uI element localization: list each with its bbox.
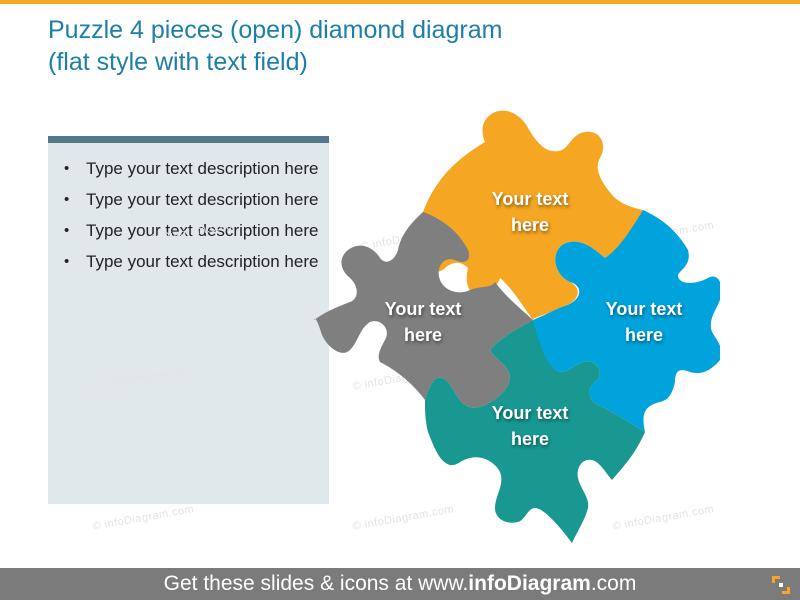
puzzle-piece-left[interactable] bbox=[314, 212, 533, 408]
puzzle-piece-bottom[interactable] bbox=[425, 320, 645, 543]
label-line: here bbox=[624, 325, 664, 345]
footer-prefix: Get these slides & icons at www. bbox=[163, 572, 469, 595]
title-line-1: Puzzle 4 pieces (open) diamond diagram bbox=[48, 16, 503, 44]
label-line: Your text bbox=[605, 299, 683, 319]
footer-link[interactable]: Get these slides & icons at www.infoDiag… bbox=[0, 572, 800, 596]
label-line: here bbox=[510, 215, 550, 235]
infodiagram-logo-icon bbox=[772, 576, 790, 594]
bullet-item[interactable]: Type your text description here bbox=[64, 188, 319, 212]
bullet-item[interactable]: Type your text description here bbox=[64, 219, 319, 243]
title-line-2: (flat style with text field) bbox=[48, 48, 308, 76]
panel-header-bar bbox=[48, 136, 329, 143]
label-line: here bbox=[510, 429, 550, 449]
bullet-item[interactable]: Type your text description here bbox=[64, 157, 319, 181]
piece-label-right[interactable]: Your text here bbox=[584, 296, 704, 348]
puzzle-pieces-graphic bbox=[314, 110, 720, 543]
piece-label-left[interactable]: Your text here bbox=[363, 296, 483, 348]
top-accent-bar bbox=[0, 0, 800, 4]
label-line: Your text bbox=[491, 189, 569, 209]
text-field-panel: Type your text description here Type you… bbox=[48, 136, 329, 504]
puzzle-piece-top[interactable] bbox=[423, 110, 643, 320]
puzzle-diamond-diagram: Your text here Your text here Your text … bbox=[300, 110, 720, 550]
puzzle-piece-right[interactable] bbox=[533, 210, 720, 432]
piece-label-top[interactable]: Your text here bbox=[470, 186, 590, 238]
label-line: Your text bbox=[384, 299, 462, 319]
footer-banner: Get these slides & icons at www.infoDiag… bbox=[0, 568, 800, 600]
bullet-item[interactable]: Type your text description here bbox=[64, 250, 319, 274]
footer-suffix: .com bbox=[590, 572, 637, 595]
page-title: Puzzle 4 pieces (open) diamond diagram (… bbox=[48, 14, 648, 78]
label-line: here bbox=[403, 325, 443, 345]
watermark: © infoDiagram.com bbox=[91, 503, 196, 533]
label-line: Your text bbox=[491, 403, 569, 423]
bullet-list: Type your text description here Type you… bbox=[48, 143, 329, 274]
footer-brand: infoDiagram bbox=[468, 572, 591, 595]
piece-label-bottom[interactable]: Your text here bbox=[470, 400, 590, 452]
